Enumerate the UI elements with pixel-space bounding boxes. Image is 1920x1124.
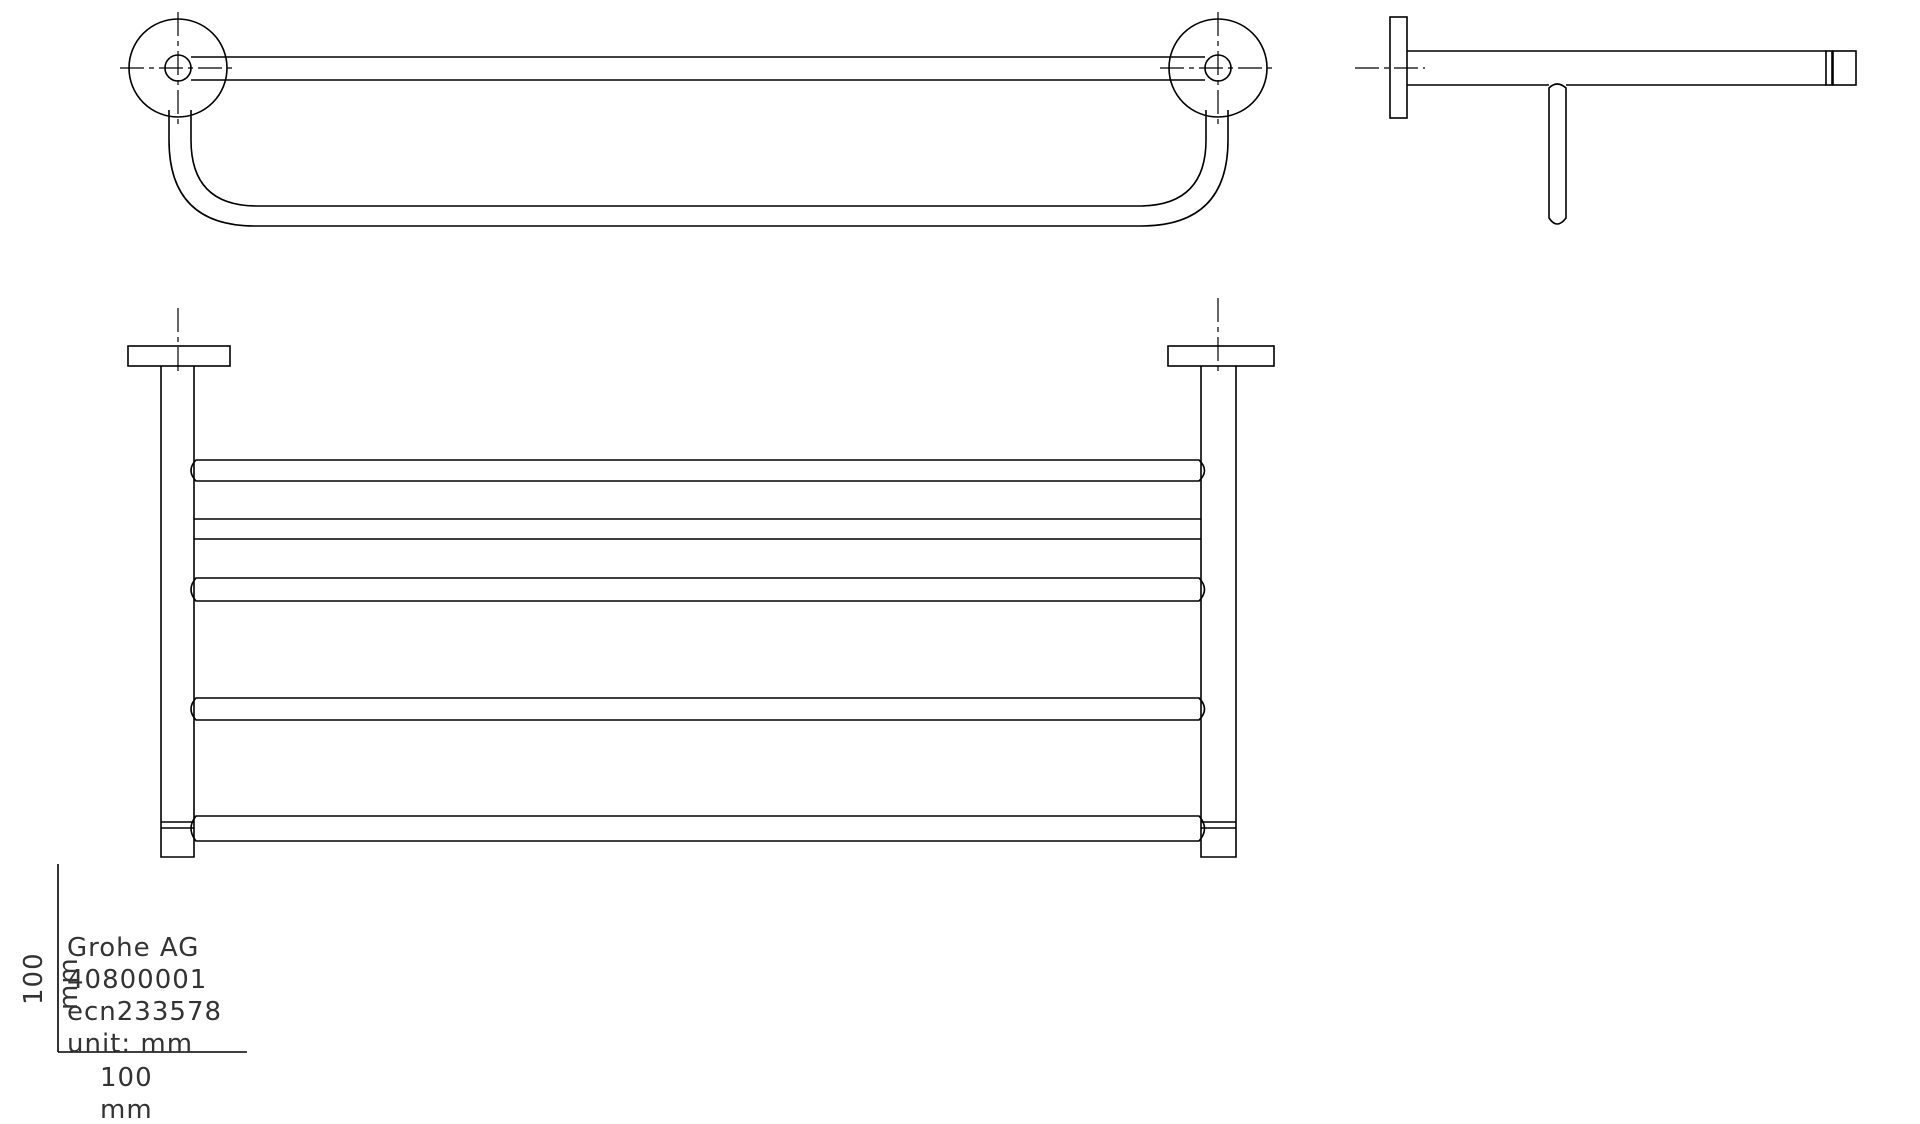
side-end-ring [1825,50,1833,86]
side-view [1355,16,1857,225]
u-rail-inner [190,110,1207,207]
side-rod [1548,83,1567,225]
front-view [127,298,1275,858]
horizontal-scale-value: 100 [100,1063,153,1093]
towel-rail [190,577,1206,602]
ecn-number: ecn233578 [67,997,222,1027]
top-view [120,12,1276,227]
vertical-scale-unit: mm [54,957,84,1010]
title-block: Grohe AG 40800001 ecn233578 unit: mm 100… [19,864,247,1124]
right-post [1200,366,1237,858]
towel-rail [190,459,1206,482]
towel-rail [190,697,1206,721]
horizontal-scale-unit: mm [100,1095,153,1124]
vertical-scale-value: 100 [19,952,49,1005]
towel-rail [194,518,1201,540]
side-tube [1407,50,1826,86]
right-flange [1167,345,1275,367]
towel-rail [190,815,1206,842]
u-rail-outer [168,110,1229,227]
left-flange [127,345,231,367]
unit-label: unit: mm [67,1029,193,1059]
company-name: Grohe AG [67,933,199,963]
side-end-cap [1832,50,1857,86]
left-post [160,366,195,858]
part-number: 40800001 [67,965,207,995]
